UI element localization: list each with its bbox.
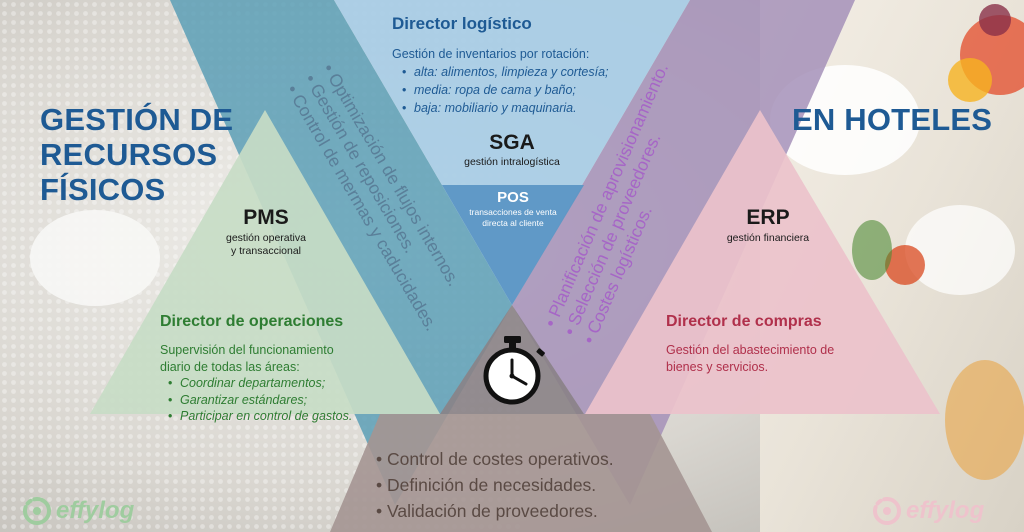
fruit-grape bbox=[979, 4, 1011, 36]
brand-name: effylog bbox=[56, 497, 135, 524]
plate bbox=[905, 205, 1015, 295]
logistics-heading: Director logístico bbox=[392, 14, 532, 33]
brand-name: effylog bbox=[906, 497, 985, 524]
brand-watermark-right: effylog bbox=[872, 496, 984, 526]
purchasing-heading: Director de compras bbox=[666, 313, 822, 330]
pms-block: PMS gestión operativa y transaccional bbox=[198, 206, 334, 258]
pms-desc-line: y transaccional bbox=[230, 245, 302, 257]
fruit-orange bbox=[948, 58, 992, 102]
pms-desc: gestión operativa y transaccional bbox=[198, 232, 334, 258]
logistics-text: Gestión de inventarios por rotación: alt… bbox=[392, 45, 712, 117]
operations-triangle bbox=[90, 110, 440, 414]
logistics-block: Director logístico Gestión de inventario… bbox=[392, 14, 712, 117]
bottom-item: • Validación de proveedores. bbox=[376, 501, 598, 521]
erp-desc: gestión financiera bbox=[726, 232, 810, 244]
purchasing-block: Director de compras Gestión del abasteci… bbox=[666, 313, 906, 375]
effylog-logo-icon bbox=[23, 497, 51, 525]
bottom-item: • Definición de necesidades. bbox=[376, 475, 597, 495]
logistics-item: alta: alimentos, limpieza y cortesía; bbox=[402, 63, 712, 81]
bottom-list: • Control de costes operativos. • Defini… bbox=[376, 446, 614, 524]
bottom-trapezoid bbox=[330, 414, 712, 532]
brand-watermark-left: effylog bbox=[22, 496, 134, 526]
operations-text: Supervisión del funcionamiento diario de… bbox=[160, 342, 420, 425]
pms-desc-line: gestión operativa bbox=[226, 232, 306, 244]
operations-item: Garantizar estándares; bbox=[168, 392, 420, 409]
purchasing-triangle bbox=[585, 110, 940, 414]
operations-item: Coordinar departamentos; bbox=[168, 375, 420, 392]
purchasing-intro-line: bienes y servicios. bbox=[666, 359, 769, 374]
logistics-item: baja: mobiliario y maquinaria. bbox=[402, 99, 712, 117]
erp-name: ERP bbox=[746, 206, 790, 229]
stopwatch-icon bbox=[483, 336, 545, 405]
bottom-item: • Control de costes operativos. bbox=[376, 449, 614, 469]
operations-intro-line: Supervisión del funcionamiento bbox=[160, 343, 334, 357]
effylog-logo-icon bbox=[873, 497, 901, 525]
pos-desc-line: directa al cliente bbox=[482, 218, 544, 228]
pos-desc-line: transacciones de venta bbox=[469, 207, 557, 217]
sga-desc: gestión intralogística bbox=[464, 156, 560, 168]
title-left-line: FÍSICOS bbox=[40, 172, 166, 207]
pos-block: POS transacciones de venta directa al cl… bbox=[442, 189, 584, 229]
pms-name: PMS bbox=[243, 206, 289, 229]
bottom-item-label: Validación de proveedores. bbox=[387, 501, 598, 521]
purchasing-text: Gestión del abastecimiento de bienes y s… bbox=[666, 342, 906, 375]
operations-intro-line: diario de todas las áreas: bbox=[160, 359, 300, 374]
logistics-item: media: ropa de cama y baño; bbox=[402, 81, 712, 99]
logistics-list: alta: alimentos, limpieza y cortesía; me… bbox=[392, 63, 712, 117]
logistics-intro: Gestión de inventarios por rotación: bbox=[392, 47, 590, 61]
operations-heading: Director de operaciones bbox=[160, 313, 344, 330]
operations-list: Coordinar departamentos; Garantizar está… bbox=[160, 375, 420, 425]
tomato bbox=[885, 245, 925, 285]
erp-block: ERP gestión financiera bbox=[700, 206, 836, 245]
sga-name: SGA bbox=[489, 131, 535, 154]
pos-triangle bbox=[442, 185, 584, 305]
pos-desc: transacciones de venta directa al client… bbox=[442, 207, 584, 229]
title-left-line: GESTIÓN DE bbox=[40, 102, 234, 137]
sga-block: SGA gestión intralogística bbox=[432, 131, 592, 169]
pos-name: POS bbox=[497, 189, 529, 206]
bottom-item-label: Definición de necesidades. bbox=[387, 475, 597, 495]
operations-item: Participar en control de gastos. bbox=[168, 408, 420, 425]
lettuce bbox=[852, 220, 892, 280]
title-left-line: RECURSOS bbox=[40, 137, 218, 172]
bottom-item-label: Control de costes operativos. bbox=[387, 449, 614, 469]
title-left: GESTIÓN DE RECURSOS FÍSICOS bbox=[40, 102, 233, 207]
title-right: EN HOTELES bbox=[792, 102, 993, 137]
bread bbox=[945, 360, 1024, 480]
operations-block: Director de operaciones Supervisión del … bbox=[160, 313, 420, 425]
purchasing-intro-line: Gestión del abastecimiento de bbox=[666, 343, 835, 357]
soap-bar bbox=[30, 210, 160, 306]
